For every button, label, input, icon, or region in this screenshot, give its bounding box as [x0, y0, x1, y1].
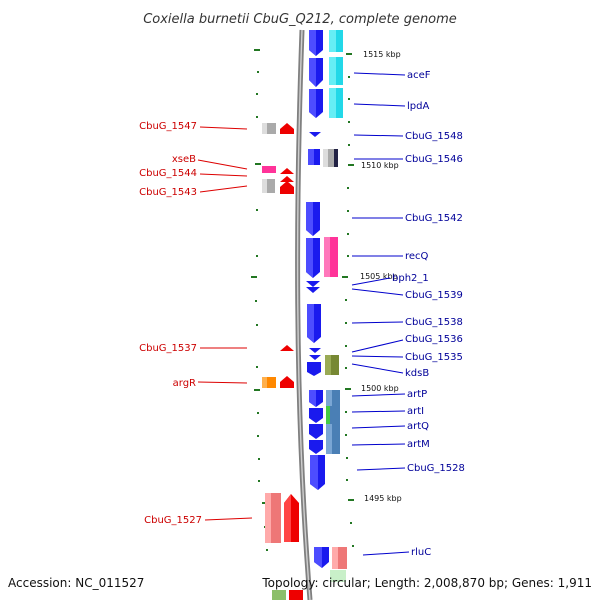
- scale-label-1505: 1505 kbp: [360, 272, 398, 281]
- cyan-feature-column: [329, 30, 343, 118]
- map-title: Coxiella burnetii CbuG_Q212, complete ge…: [143, 12, 457, 27]
- scale-label-1500: 1500 kbp: [361, 384, 399, 393]
- reverse-leader-lines: [197, 126, 253, 521]
- scale-label-1510: 1510 kbp: [361, 161, 399, 170]
- gene-label-cbug-1542[interactable]: CbuG_1542: [405, 213, 463, 224]
- gene-label-argr[interactable]: argR: [173, 378, 196, 389]
- gene-label-cbug-1544[interactable]: CbuG_1544: [139, 168, 197, 179]
- gene-label-cbug-1535[interactable]: CbuG_1535: [405, 352, 463, 363]
- gene-label-kdsb[interactable]: kdsB: [405, 368, 429, 379]
- gene-label-artp[interactable]: artP: [407, 389, 427, 400]
- gene-label-cbug-1546[interactable]: CbuG_1546: [405, 154, 463, 165]
- reverse-features: [262, 123, 299, 543]
- gene-label-xseb[interactable]: xseB: [172, 154, 196, 165]
- gene-label-cbug-1536[interactable]: CbuG_1536: [405, 334, 463, 345]
- gene-label-cbug-1537[interactable]: CbuG_1537: [139, 343, 197, 354]
- gene-label-cbug-1528[interactable]: CbuG_1528: [407, 463, 465, 474]
- gene-label-cbug-1547[interactable]: CbuG_1547: [139, 121, 197, 132]
- scale-label-1495: 1495 kbp: [364, 494, 402, 503]
- genome-backbone: [295, 29, 313, 600]
- gene-label-acef[interactable]: aceF: [407, 70, 431, 81]
- gene-label-artm[interactable]: artM: [407, 439, 430, 450]
- gene-label-rluc[interactable]: rluC: [411, 547, 431, 558]
- gene-label-recq[interactable]: recQ: [405, 251, 429, 262]
- gene-label-artq[interactable]: artQ: [407, 421, 429, 432]
- accession-text: Accession: NC_011527: [8, 576, 144, 590]
- gene-label-cbug-1543[interactable]: CbuG_1543: [139, 187, 197, 198]
- gene-label-arti[interactable]: artI: [407, 406, 424, 417]
- gene-label-cbug-1538[interactable]: CbuG_1538: [405, 317, 463, 328]
- gene-label-cbug-1539[interactable]: CbuG_1539: [405, 290, 463, 301]
- gene-label-bph2-1[interactable]: bph2_1: [392, 273, 429, 284]
- scale-label-1515: 1515 kbp: [363, 50, 401, 59]
- tick-marks: [251, 49, 354, 551]
- genome-summary-text: Topology: circular; Length: 2,008,870 bp…: [261, 576, 592, 590]
- gene-label-cbug-1548[interactable]: CbuG_1548: [405, 131, 463, 142]
- gene-label-cbug-1527[interactable]: CbuG_1527: [144, 515, 202, 526]
- forward-leader-lines: [351, 72, 410, 556]
- forward-cds-features: [306, 30, 329, 568]
- forward-colored-features: [272, 149, 347, 600]
- gene-label-lpda[interactable]: lpdA: [407, 101, 429, 112]
